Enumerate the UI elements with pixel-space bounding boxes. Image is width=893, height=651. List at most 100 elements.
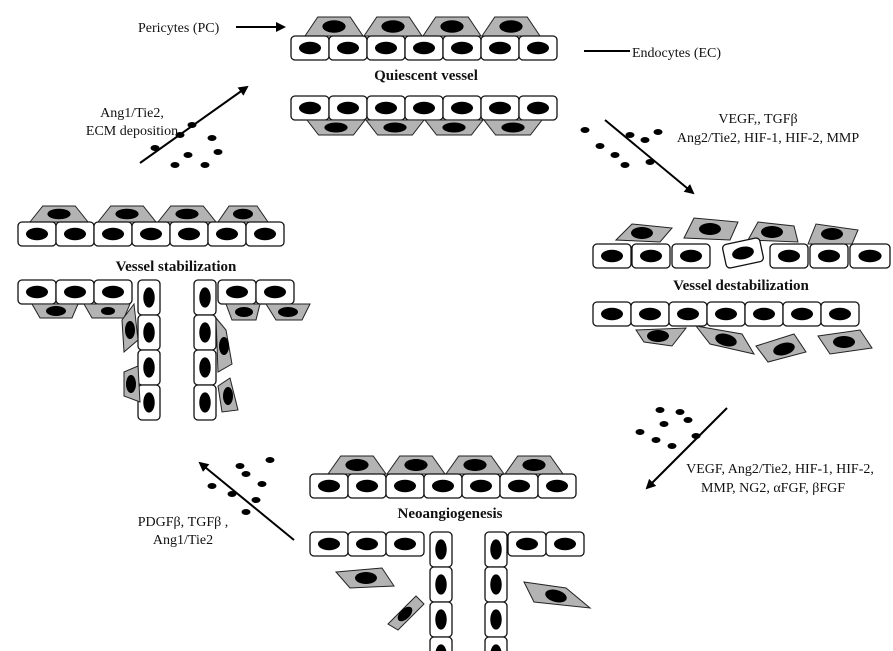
nucleus [46, 306, 66, 316]
signal-dot [659, 421, 669, 427]
endocyte-cell [499, 473, 539, 499]
pericyte-cell [614, 223, 674, 243]
nucleus [397, 606, 413, 622]
nucleus [263, 285, 287, 299]
endocyte-cell [592, 243, 632, 269]
endocyte-cell [631, 243, 671, 269]
pericyte-cell [387, 595, 425, 631]
nucleus [143, 287, 155, 308]
endocyte-cell [17, 279, 57, 305]
endocyte-cell [820, 301, 860, 327]
pericyte-cell [635, 327, 688, 347]
nucleus [761, 226, 783, 238]
nucleus [412, 101, 436, 115]
quiesc-factors-line2: ECM deposition [86, 124, 178, 139]
nucleus [223, 387, 233, 405]
endocyte-cell [706, 301, 746, 327]
nucleus [714, 307, 738, 321]
signal-dot [235, 463, 245, 469]
nucleus [101, 227, 125, 241]
endocyte-cell [537, 473, 577, 499]
pericyte-cell [683, 217, 739, 241]
nucleus [355, 572, 377, 584]
vessel-stabilization-title: Vessel stabilization [116, 259, 237, 275]
pericyte-cell [481, 16, 541, 37]
nucleus [345, 459, 369, 471]
signal-dot [640, 137, 650, 143]
nucleus [490, 609, 502, 630]
nucleus [499, 20, 523, 33]
nucleus [647, 330, 669, 342]
arrow-to-neoangiogenesis [645, 407, 728, 490]
signal-dot [265, 457, 275, 463]
signal-dot [241, 471, 251, 477]
endocyte-cell [385, 531, 425, 557]
pericyte-cell [96, 205, 158, 223]
endocytes-label: Endocytes (EC) [632, 46, 721, 61]
nucleus [143, 392, 155, 413]
nucleus [63, 227, 87, 241]
signal-dot [257, 481, 267, 487]
neoangiogenesis-title: Neoangiogenesis [398, 506, 503, 522]
endocyte-cell [137, 349, 161, 386]
signal-dot [170, 162, 180, 168]
nucleus [435, 574, 447, 595]
nucleus [435, 644, 447, 651]
endocyte-cell [309, 531, 349, 557]
pericyte-cell [31, 303, 79, 319]
nucleus [450, 41, 474, 55]
nucleus [773, 342, 795, 356]
nucleus [522, 459, 546, 471]
nucleus [215, 227, 239, 241]
endocyte-cell [217, 279, 257, 305]
nucleus [199, 357, 211, 378]
pericyte-cell [305, 119, 367, 136]
nucleus [199, 392, 211, 413]
pericyte-cell [327, 455, 387, 475]
endocyte-cell [484, 601, 508, 638]
nucleus [526, 41, 550, 55]
endocyte-cell [245, 221, 285, 247]
endocyte-cell [290, 95, 330, 121]
nucleus [143, 322, 155, 343]
endocyte-cell [404, 95, 444, 121]
endocyte-cell [309, 473, 349, 499]
nucleus [440, 20, 464, 33]
nucleus [490, 644, 502, 651]
pericyte-cell [482, 119, 544, 136]
nucleus [177, 227, 201, 241]
pericyte-cell [363, 16, 423, 37]
pericyte-cell [334, 567, 395, 589]
neo-factors-line2: MMP, NG2, αFGF, βFGF [701, 481, 845, 496]
pericyte-cell [217, 205, 269, 223]
arrow-to-destabilization [604, 119, 695, 195]
signal-dot [183, 152, 193, 158]
endocyte-cell [630, 301, 670, 327]
nucleus [545, 589, 567, 603]
endocyte-cell [722, 237, 764, 269]
pericyte-cell [265, 303, 311, 321]
nucleus [631, 227, 653, 239]
nucleus [298, 41, 322, 55]
endocyte-cell [461, 473, 501, 499]
nucleus [381, 20, 405, 33]
pericyte-cell [123, 365, 141, 403]
signal-dot [675, 409, 685, 415]
pericyte-cell [747, 221, 799, 243]
signal-dot [207, 483, 217, 489]
endocyte-cell [429, 566, 453, 603]
nucleus [600, 249, 624, 263]
nucleus [501, 122, 525, 133]
nucleus [639, 249, 663, 263]
nucleus [253, 227, 277, 241]
pericytes-label: Pericytes (PC) [138, 21, 220, 36]
nucleus [488, 101, 512, 115]
signal-dot [227, 491, 237, 497]
endocyte-cell [137, 384, 161, 421]
pericyte-cell [83, 303, 131, 319]
signal-dot [610, 152, 620, 158]
nucleus [435, 539, 447, 560]
nucleus [115, 208, 139, 220]
pericyte-cell [28, 205, 90, 223]
